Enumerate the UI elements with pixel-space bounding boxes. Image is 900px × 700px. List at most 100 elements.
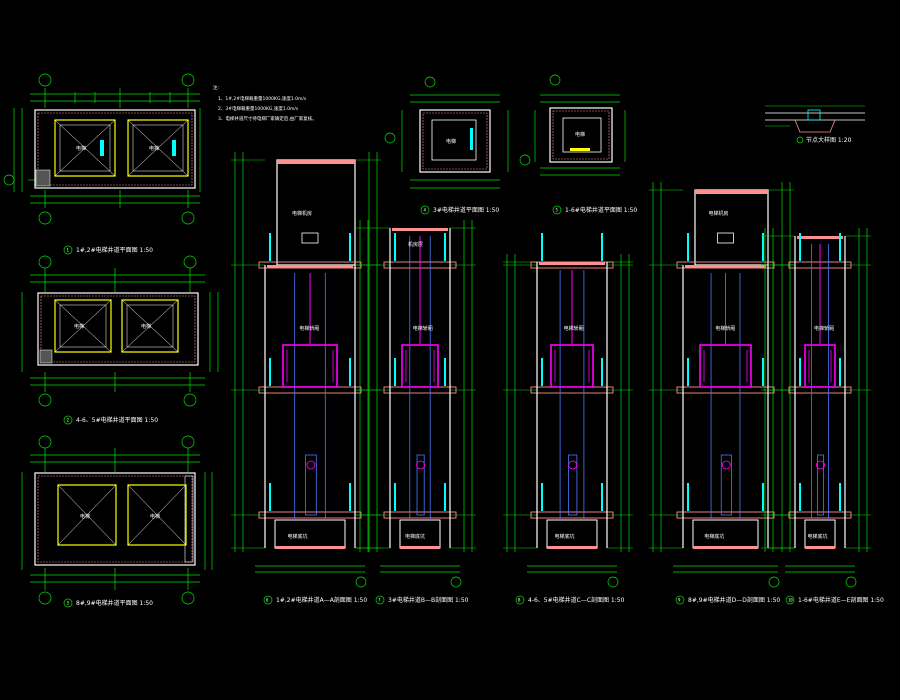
plan-view-d: 电梯 4 3#电梯井道平面图 1:50 (384, 76, 509, 215)
landing-door (269, 233, 271, 261)
note-line-3: 3、电梯井道尺寸待电梯厂家确定后,由厂家复核。 (218, 115, 317, 122)
shaft-wall (34, 109, 196, 189)
car-door (570, 148, 590, 151)
floor-slab (258, 386, 362, 394)
landing-door (394, 358, 396, 386)
view-marker-number: 6 (266, 598, 269, 603)
column (35, 169, 51, 187)
pit (274, 519, 346, 549)
car-outline (54, 119, 116, 177)
plan-caption: 1#,2#电梯井道平面图 1:50 (76, 246, 153, 254)
view-marker-number: 7 (378, 598, 381, 603)
plan-view-a: 电梯 电梯 1 1#,2#电梯井道平面图 1:50 (3, 73, 201, 255)
traction-machine (717, 232, 734, 244)
floor-slab (530, 386, 614, 394)
room-label: 电梯 (150, 513, 160, 520)
view-marker (375, 595, 385, 605)
car-outline (127, 484, 187, 546)
pit (692, 519, 759, 549)
car-outline (431, 119, 477, 161)
pit-slab (805, 546, 835, 549)
shaft-wall (549, 107, 613, 163)
car-outline (54, 299, 112, 353)
roof-slab (277, 160, 355, 164)
general-notes: 注: 1、1#,2#电梯载重量1000KG,速度1.0m/s 2、3#电梯载重量… (213, 84, 317, 122)
wall-hatch (37, 112, 193, 186)
view-marker-number: 8 (518, 598, 521, 603)
plan-view-c: 电梯 电梯 3 8#,9#电梯井道平面图 1:50 (21, 435, 213, 608)
shaft-top-slab (267, 265, 353, 268)
roof-slab (695, 190, 768, 194)
counterweight (817, 454, 824, 516)
dimension-lines (401, 94, 509, 189)
view-marker-number: 3 (67, 601, 70, 606)
section-caption: 1-6#电梯井道E—E剖面图 1:50 (798, 596, 884, 604)
pit-slab (547, 546, 597, 549)
landing-door (541, 483, 543, 511)
car-outline (562, 117, 602, 153)
shaft-top-slab (539, 262, 605, 265)
view-marker-number: 10 (788, 598, 793, 603)
grid-bubble (768, 576, 780, 588)
grid-bubble (355, 576, 367, 588)
pit-slab (275, 546, 345, 549)
landing-door (394, 233, 396, 261)
detail-caption: 节点大样图 1:20 (806, 136, 852, 144)
car-label: 电梯轿厢 (814, 325, 834, 332)
car-label: 电梯轿厢 (715, 325, 735, 332)
pit-slab (400, 546, 440, 549)
floor-slab (788, 386, 852, 394)
grid-bubble (181, 211, 195, 225)
shaft-top-slab (392, 228, 448, 231)
floor-slab (788, 511, 852, 519)
landing-door (839, 358, 841, 386)
section-caption: 3#电梯井道B—B剖面图 1:50 (388, 596, 469, 604)
landing-door (601, 483, 603, 511)
landing-door (762, 483, 764, 511)
landing-door (799, 358, 801, 386)
pit-label: 电梯底坑 (808, 533, 828, 540)
shaft-top-slab (797, 236, 843, 239)
room-label: 电梯 (74, 323, 84, 330)
pit-slab (693, 546, 758, 549)
landing-door (349, 358, 351, 386)
view-marker-number: 9 (678, 598, 681, 603)
view-marker (63, 245, 73, 255)
landing-door (444, 358, 446, 386)
grid-bubble (450, 576, 462, 588)
pit-label: 电梯底坑 (405, 533, 425, 540)
car-label: 电梯轿厢 (413, 325, 433, 332)
note-line-1: 1、1#,2#电梯载重量1000KG,速度1.0m/s (218, 95, 307, 102)
car-label: 电梯轿厢 (299, 325, 319, 332)
elevator-car (282, 344, 338, 388)
landing-door (444, 483, 446, 511)
shaft-wall (419, 109, 491, 173)
dimension-lines (13, 88, 201, 208)
view-marker (263, 595, 273, 605)
car-outline (127, 119, 189, 177)
grid-bubble (845, 576, 857, 588)
elevator-car (401, 344, 439, 388)
shaft-top-slab (685, 265, 766, 268)
landing-door (349, 233, 351, 261)
floor-slab (676, 386, 775, 394)
car-outline (121, 299, 179, 353)
plan-caption: 8#,9#电梯井道平面图 1:50 (76, 599, 153, 607)
landing-door (541, 358, 543, 386)
counterweight (416, 454, 425, 516)
landing-door (601, 358, 603, 386)
plan-caption: 1-6#电梯井道平面图 1:50 (565, 206, 637, 214)
pit-label: 电梯底坑 (288, 533, 308, 540)
room-label: 电梯 (76, 145, 86, 152)
buffer (816, 460, 825, 470)
landing-door (444, 233, 446, 261)
buffer (721, 460, 731, 470)
landing-door (601, 233, 603, 261)
plan-view-e: 电梯 5 1-6#电梯井道平面图 1:50 (519, 74, 637, 215)
landing-door (839, 233, 841, 261)
dimension-lines (21, 448, 213, 590)
